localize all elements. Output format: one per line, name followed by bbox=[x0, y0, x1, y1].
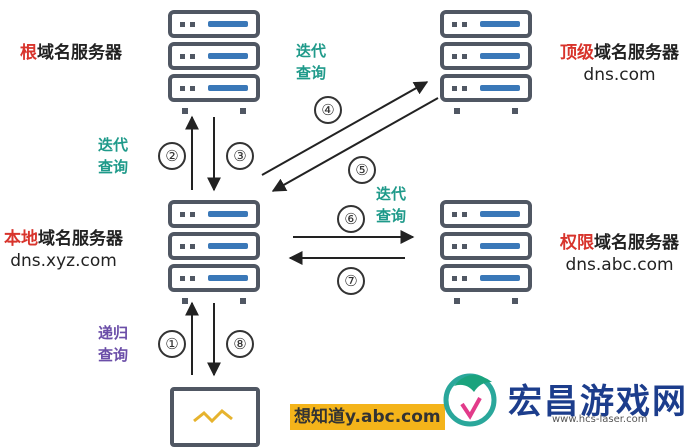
local-server-label: 本地域名服务器 dns.xyz.com bbox=[4, 229, 123, 271]
arrow-step-4 bbox=[261, 81, 429, 176]
dns-resolution-diagram: 根域名服务器 顶级域名服务器 dns.com 本地域名服务器 dns.xyz.c… bbox=[4, 10, 688, 447]
local-server-icon bbox=[168, 200, 260, 308]
tld-domain: dns.com bbox=[583, 65, 656, 85]
query-banner: 想知道y.abc.com bbox=[290, 404, 445, 430]
step-5-marker: ⑤ bbox=[348, 156, 376, 184]
root-server-label: 根域名服务器 bbox=[20, 43, 122, 63]
root-server-icon bbox=[168, 10, 260, 118]
recursive-query-tag: 递归查询 bbox=[98, 324, 129, 364]
arrows-layer bbox=[185, 81, 439, 377]
step-7-marker: ⑦ bbox=[337, 267, 365, 295]
iterative-query-tag-top: 迭代查询 bbox=[296, 42, 327, 82]
arrow-step-5 bbox=[271, 97, 439, 192]
step-2-marker: ② bbox=[158, 142, 186, 170]
step-6-marker: ⑥ bbox=[337, 205, 365, 233]
client-monitor-icon bbox=[170, 387, 260, 447]
watermark-title: 宏昌游戏网 bbox=[508, 382, 688, 422]
iterative-query-tag-right: 迭代查询 bbox=[376, 185, 407, 225]
tld-server-icon bbox=[440, 10, 532, 118]
iterative-query-tag-left: 迭代查询 bbox=[98, 136, 129, 176]
auth-server-icon bbox=[440, 200, 532, 308]
watermark-logo-icon bbox=[443, 373, 497, 427]
auth-domain: dns.abc.com bbox=[565, 255, 674, 275]
step-1-marker: ① bbox=[158, 330, 186, 358]
step-4-marker: ④ bbox=[314, 96, 342, 124]
step-8-marker: ⑧ bbox=[226, 330, 254, 358]
step-3-marker: ③ bbox=[226, 142, 254, 170]
auth-server-label: 权限域名服务器 dns.abc.com bbox=[560, 233, 679, 275]
tld-server-label: 顶级域名服务器 dns.com bbox=[560, 43, 679, 85]
watermark-url: www.hcs-laser.com bbox=[552, 414, 648, 425]
local-domain: dns.xyz.com bbox=[10, 251, 117, 271]
